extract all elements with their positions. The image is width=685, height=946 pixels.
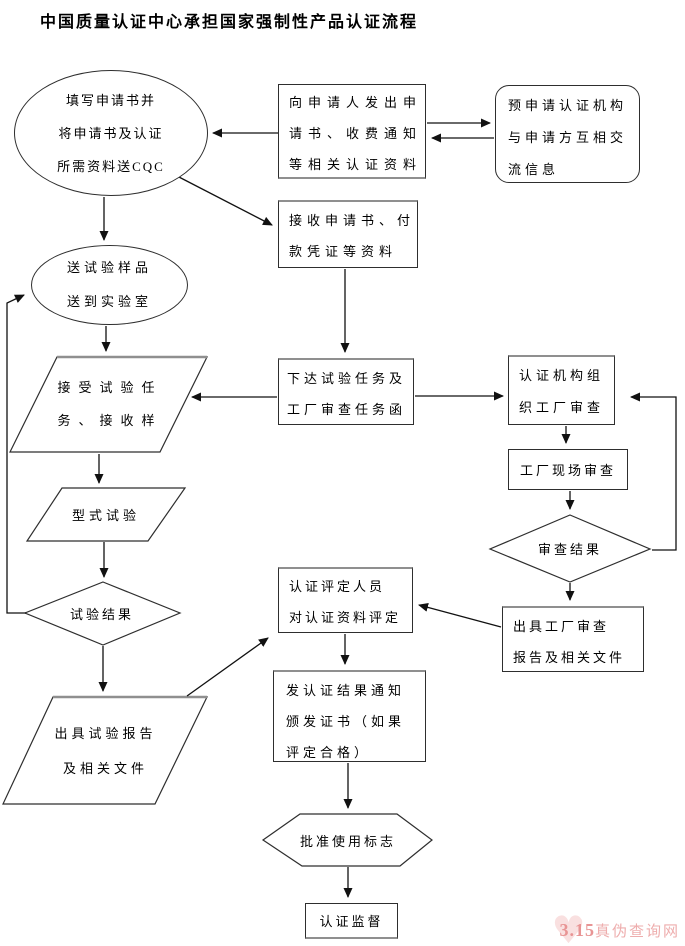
arrow-testreport-to-evaluation: [186, 637, 269, 697]
node-issue-test-task: 下达试验任务及 工厂审查任务函: [278, 358, 414, 425]
node-org-factory-audit: 认证机构组 织工厂审查: [508, 355, 615, 425]
node-send-samples-label: 送试验样品 送到实验室: [66, 260, 152, 309]
arrow-testresult-to-sendsamples-feedback: [6, 294, 26, 614]
node-test-result-label: 试验结果: [69, 607, 134, 622]
node-audit-result-label: 审查结果: [537, 542, 602, 557]
shape-audit-result: [488, 514, 652, 583]
watermark-logo: 3.15: [559, 920, 595, 940]
node-test-report-label: 出具试验报告 及相关文件: [54, 726, 157, 776]
node-onsite-audit: 工厂现场审查: [508, 449, 628, 490]
node-approve-mark-label: 批准使用标志: [299, 834, 396, 849]
node-send-materials-label: 向申请人发出申 请书、收费通知 等相关认证资料: [289, 95, 423, 172]
node-onsite-audit-label: 工厂现场审查: [519, 463, 616, 478]
node-pre-application-label: 预申请认证机构 与申请方互相交 流信息: [508, 98, 628, 177]
node-send-samples: 送试验样品 送到实验室: [31, 245, 188, 325]
node-pre-application: 预申请认证机构 与申请方互相交 流信息: [495, 85, 640, 183]
node-receive-application: 接收申请书、付 款凭证等资料: [278, 200, 418, 268]
watermark-text: 真伪查询网: [594, 924, 680, 940]
node-evaluation-label: 认证评定人员 对认证资料评定: [289, 579, 402, 625]
shape-test-result: [23, 581, 182, 646]
node-evaluation: 认证评定人员 对认证资料评定: [278, 567, 413, 633]
node-accept-test-task-label: 接受试验任 务、接收样: [57, 380, 163, 428]
arrow-fillapplication-to-receiveapplication: [176, 175, 273, 226]
arrow-auditresult-to-orgfactoryaudit-feedback: [630, 392, 677, 551]
node-supervision: 认证监督: [305, 903, 398, 939]
page-title: 中国质量认证中心承担国家强制性产品认证流程: [40, 14, 419, 31]
node-type-test: 型式试验: [46, 505, 166, 524]
shape-approve-mark: [261, 813, 433, 867]
node-test-report: 出具试验报告 及相关文件: [28, 716, 183, 786]
node-org-factory-audit-label: 认证机构组 织工厂审查: [519, 368, 605, 415]
node-type-test-label: 型式试验: [71, 508, 140, 523]
node-send-materials: 向申请人发出申 请书、收费通知 等相关认证资料: [278, 84, 426, 179]
node-receive-application-label: 接收申请书、付 款凭证等资料: [289, 213, 416, 259]
node-factory-audit-report: 出具工厂审查 报告及相关文件: [502, 606, 644, 672]
shape-type-test: [25, 487, 187, 542]
node-result-notice: 发认证结果通知 颁发证书（如果 评定合格）: [273, 670, 426, 762]
node-accept-test-task: 接受试验任 务、接收样: [45, 371, 175, 437]
watermark: ♥3.15真伪查询网: [551, 908, 680, 946]
node-audit-result: 审查结果: [510, 539, 630, 558]
node-test-result: 试验结果: [42, 604, 162, 623]
node-result-notice-label: 发认证结果通知 颁发证书（如果 评定合格）: [286, 683, 406, 760]
node-fill-application: 填写申请书并 将申请书及认证 所需资料送CQC: [14, 70, 208, 196]
arrow-factoryauditreport-to-evaluation: [418, 602, 502, 628]
node-issue-test-task-label: 下达试验任务及 工厂审查任务函: [287, 371, 407, 417]
node-supervision-label: 认证监督: [319, 914, 384, 929]
node-approve-mark: 批准使用标志: [278, 831, 418, 850]
node-fill-application-label: 填写申请书并 将申请书及认证 所需资料送CQC: [57, 92, 165, 174]
node-factory-audit-report-label: 出具工厂审查 报告及相关文件: [513, 619, 626, 665]
